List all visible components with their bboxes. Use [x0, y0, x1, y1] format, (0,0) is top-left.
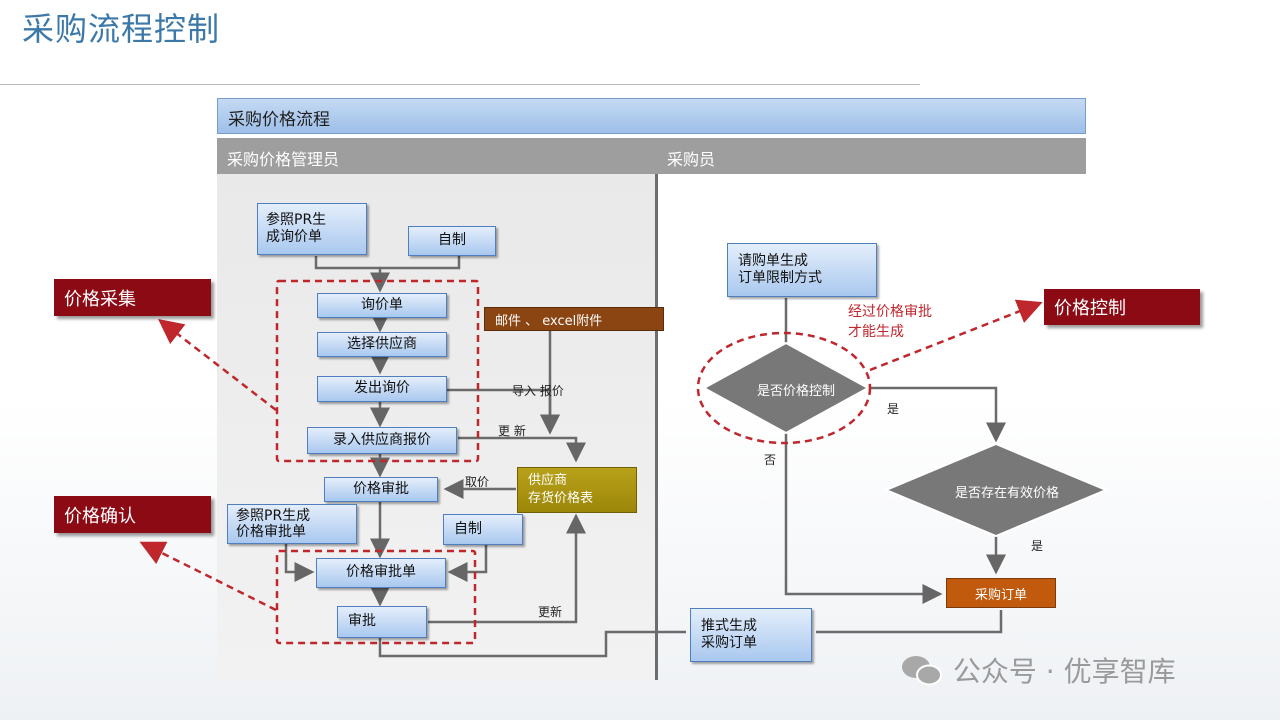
- watermark: 公众号 · 优享智库: [900, 650, 1176, 690]
- label-take-price: 取价: [465, 475, 490, 489]
- diamond-valid-price-label: 是否存在有效价格: [955, 486, 1060, 501]
- box-price-approval: 价格审批: [324, 477, 438, 502]
- mail-attachment-source: 邮件 、 excel附件: [484, 307, 664, 331]
- box-ref-pr-approval: 参照PR生成 价格审批单: [227, 504, 357, 544]
- box-push-order: 推式生成 采购订单: [690, 608, 812, 662]
- flow-header-label: 采购价格流程: [228, 110, 330, 130]
- watermark-text: 公众号 · 优享智库: [952, 655, 1176, 688]
- diamond-price-control: [701, 341, 871, 435]
- box-send-inquiry: 发出询价: [317, 376, 447, 402]
- control-outline: [696, 331, 872, 445]
- red-note-approval: 经过价格审批 才能生成: [848, 304, 932, 340]
- supplier-price-table: 供应商 存货价格表: [517, 467, 637, 513]
- label-update-1: 更 新: [498, 424, 526, 438]
- decision-diamonds: [701, 341, 1109, 538]
- label-update-2: 更新: [538, 605, 563, 619]
- box-approve: 审批: [337, 606, 427, 638]
- lane-header-bar: 采购价格管理员 采购员: [217, 138, 1086, 174]
- label-import-quote: 导入 报价: [512, 384, 564, 398]
- label-yes-2: 是: [1031, 539, 1044, 553]
- box-self-made-1: 自制: [408, 226, 496, 256]
- confirm-group-outline: [275, 549, 477, 645]
- lane-right-label: 采购员: [667, 150, 716, 169]
- page-title: 采购流程控制: [22, 10, 221, 48]
- tag-price-collect: 价格采集: [54, 279, 211, 316]
- box-requisition: 请购单生成 订单限制方式: [727, 243, 877, 297]
- box-self-made-2: 自制: [443, 514, 523, 545]
- collect-pointer: [158, 318, 277, 411]
- box-inquiry: 询价单: [317, 293, 447, 318]
- confirm-pointer: [139, 541, 277, 612]
- lane-divider: [655, 174, 658, 680]
- box-enter-quote: 录入供应商报价: [307, 427, 457, 454]
- box-select-supplier: 选择供应商: [317, 332, 447, 357]
- tag-price-control: 价格控制: [1044, 289, 1200, 325]
- wechat-icon: [902, 656, 942, 686]
- control-pointer: [869, 299, 1043, 372]
- collect-group-outline: [275, 279, 480, 463]
- diamond-valid-price: [883, 442, 1109, 538]
- box-approval-form: 价格审批单: [316, 558, 446, 588]
- title-rule: [0, 84, 920, 85]
- purchase-order-node: 采购订单: [946, 578, 1056, 608]
- dashed-highlights: [139, 279, 1043, 645]
- label-no: 否: [764, 453, 777, 467]
- flow-connectors: [284, 256, 1006, 658]
- tag-price-confirm: 价格确认: [54, 496, 211, 533]
- label-yes-1: 是: [887, 402, 900, 416]
- flow-header: 采购价格流程: [217, 98, 1086, 134]
- diamond-price-control-label: 是否价格控制: [757, 384, 836, 399]
- lane-left-label: 采购价格管理员: [227, 150, 340, 169]
- box-ref-pr-inquiry: 参照PR生 成询价单: [257, 203, 367, 255]
